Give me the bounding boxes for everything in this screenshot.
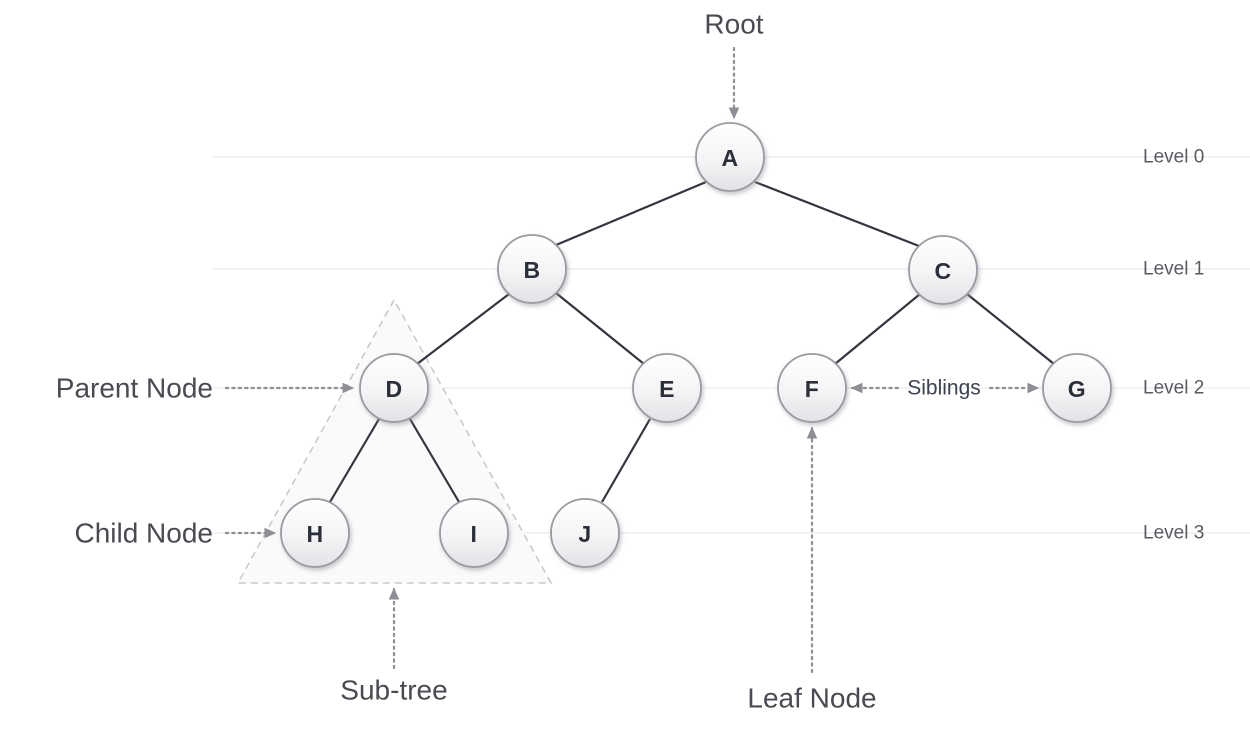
node-B[interactable]: B [497, 234, 567, 304]
level-label-3: Level 3 [1143, 523, 1204, 544]
node-H[interactable]: H [280, 498, 350, 568]
node-D-label: D [385, 376, 402, 402]
node-E[interactable]: E [632, 353, 702, 423]
annotation-leaders [224, 46, 1040, 674]
node-C-label: C [934, 258, 951, 284]
node-A-label: A [721, 145, 738, 171]
level-label-2: Level 2 [1143, 378, 1204, 399]
leaf-node-label: Leaf Node [747, 683, 876, 714]
node-A[interactable]: A [695, 122, 765, 192]
edge-A-B [555, 180, 707, 247]
node-B-label: B [523, 257, 540, 283]
level-label-1: Level 1 [1143, 259, 1204, 280]
node-G[interactable]: G [1042, 353, 1112, 423]
edge-C-F [834, 293, 921, 365]
node-I-label: I [471, 521, 478, 547]
edge-B-E [555, 292, 645, 365]
edge-D-I [409, 418, 460, 503]
edge-E-J [601, 418, 651, 503]
level-labels: Level 0 Level 1 Level 2 Level 3 [1143, 147, 1204, 544]
parent-node-label: Parent Node [56, 373, 213, 404]
node-C[interactable]: C [908, 235, 978, 305]
edge-D-H [329, 418, 380, 503]
root-label: Root [704, 9, 763, 40]
node-J[interactable]: J [550, 498, 620, 568]
level-label-0: Level 0 [1143, 147, 1204, 168]
child-node-label: Child Node [74, 518, 213, 549]
annotation-labels: Root Parent Node Child Node Sub-tree Lea… [56, 9, 981, 714]
node-F-label: F [805, 376, 820, 402]
node-I[interactable]: I [439, 498, 509, 568]
edge-A-C [754, 180, 920, 248]
tree-nodes: A B C D E F G [280, 122, 1112, 568]
node-G-label: G [1068, 376, 1086, 402]
tree-edges [329, 180, 1055, 503]
node-J-label: J [578, 521, 591, 547]
edge-B-D [416, 293, 510, 365]
node-F[interactable]: F [777, 353, 847, 423]
siblings-label: Siblings [907, 377, 981, 400]
node-E-label: E [659, 376, 675, 402]
edge-C-G [966, 293, 1055, 365]
node-H-label: H [306, 521, 323, 547]
node-D[interactable]: D [359, 353, 429, 423]
sub-tree-label: Sub-tree [340, 675, 447, 706]
